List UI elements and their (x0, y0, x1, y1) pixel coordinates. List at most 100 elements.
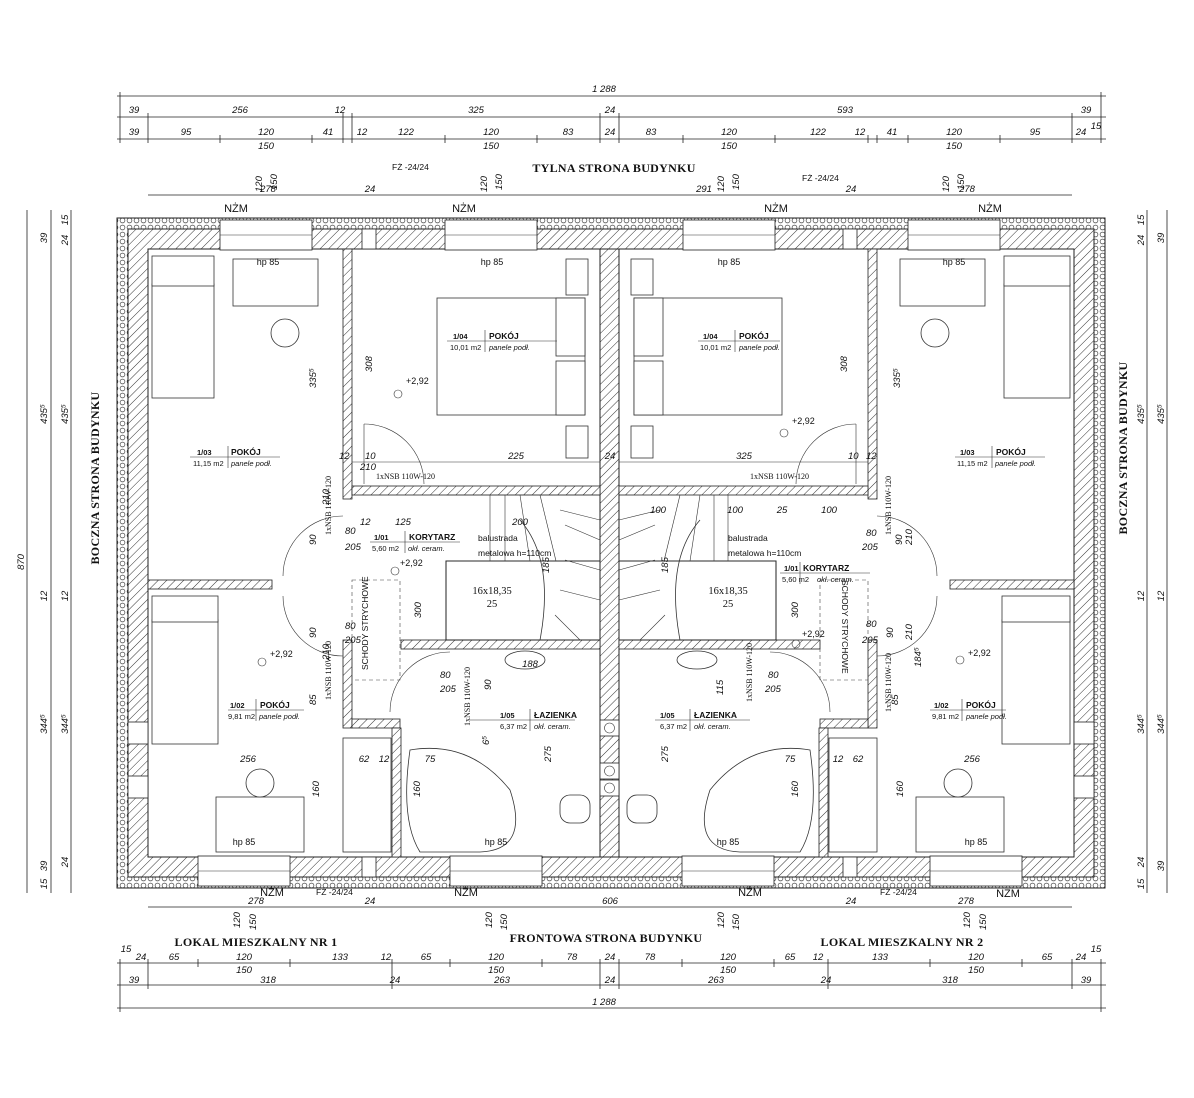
svg-text:panele podł.: panele podł. (738, 343, 780, 352)
window-label: NŻM (738, 886, 762, 899)
balustrade-label: metalowa h=110cm (728, 548, 801, 558)
top-dimensions: 1 288 39 256 12 325 24 593 39 39 95 120 … (117, 84, 1106, 152)
fz-label: FŻ -24/24 (880, 887, 917, 897)
left-side-label: BOCZNA STRONA BUDYNKU (88, 391, 102, 564)
rear-side-label: TYLNA STRONA BUDYNKU (532, 161, 695, 175)
room-label-1-03-right: 1/03 POKÓJ 11,15 m2 panele podł. (955, 446, 1045, 468)
svg-text:1/04: 1/04 (703, 332, 718, 341)
furniture (151, 255, 1071, 853)
svg-text:335⁵: 335⁵ (892, 368, 903, 388)
dim: 291 (695, 184, 712, 195)
svg-text:1xNSB 110W-120: 1xNSB 110W-120 (745, 643, 754, 702)
svg-text:+2,92: +2,92 (406, 376, 429, 386)
svg-text:150: 150 (978, 913, 989, 930)
svg-text:90: 90 (308, 534, 319, 545)
stair-size: 16x18,35 (472, 586, 511, 597)
window-label: NŻM (996, 887, 1020, 900)
svg-text:10: 10 (848, 451, 859, 462)
svg-text:308: 308 (839, 355, 850, 372)
svg-text:1/01: 1/01 (784, 564, 799, 573)
svg-text:okł. ceram.: okł. ceram. (408, 544, 445, 553)
svg-text:15: 15 (121, 944, 132, 955)
svg-text:80: 80 (345, 621, 356, 632)
svg-text:160: 160 (311, 780, 322, 797)
svg-text:62: 62 (359, 754, 370, 765)
svg-text:12: 12 (39, 590, 50, 601)
level-markers: +2,92 +2,92 +2,92 +2,92 +2,92 +2,92 (257, 376, 991, 667)
dim: 120 (716, 175, 727, 192)
svg-text:205: 205 (764, 684, 782, 695)
fz-label: FŻ -24/24 (316, 887, 353, 897)
svg-text:hp 85: hp 85 (965, 837, 988, 847)
room-label-1-05-left: 1/05 ŁAZIENKA 6,37 m2 okł. ceram. (470, 709, 577, 731)
svg-text:1xNSB 110W-120: 1xNSB 110W-120 (884, 476, 893, 535)
svg-text:160: 160 (790, 780, 801, 797)
svg-text:344⁵: 344⁵ (60, 714, 71, 734)
svg-text:120: 120 (488, 952, 505, 963)
svg-text:606: 606 (602, 896, 619, 907)
svg-text:24: 24 (820, 975, 832, 986)
svg-text:435⁵: 435⁵ (39, 404, 50, 424)
dim: 39 (129, 105, 140, 116)
attic-stairs-right: SCHODY STRYCHOWE (819, 579, 869, 681)
hp-labels: hp 85 hp 85 hp 85 hp 85 hp 85 hp 85 hp 8… (233, 257, 988, 847)
dim: 120 (721, 127, 738, 138)
svg-text:+2,92: +2,92 (792, 416, 815, 426)
svg-text:75: 75 (425, 754, 436, 765)
svg-text:210: 210 (904, 528, 915, 546)
unit-2-label: LOKAL MIESZKALNY NR 2 (821, 935, 984, 949)
dim: 120 (254, 175, 265, 192)
svg-text:150: 150 (968, 965, 985, 976)
dim: 278 (259, 184, 277, 195)
lower-inner-dims: 278 24 606 24 278 120 150 120 150 120 15… (148, 896, 1072, 930)
svg-text:hp 85: hp 85 (233, 837, 256, 847)
dim: 83 (646, 127, 657, 138)
svg-text:205: 205 (439, 684, 457, 695)
stair-size: 16x18,35 (708, 586, 747, 597)
svg-text:okł. ceram.: okł. ceram. (817, 575, 854, 584)
dim: 593 (837, 105, 854, 116)
window-label: NŻM (452, 202, 476, 215)
svg-text:308: 308 (364, 355, 375, 372)
left-side-dimensions: 870 15 39 24 435⁵ 435⁵ 12 12 344⁵ 344⁵ 2… (16, 210, 72, 893)
svg-text:210: 210 (359, 462, 377, 473)
svg-text:10,01 m2: 10,01 m2 (450, 343, 481, 352)
svg-text:24: 24 (1136, 235, 1147, 247)
dim: 83 (563, 127, 574, 138)
dim: 150 (731, 173, 742, 190)
svg-text:1/02: 1/02 (934, 701, 949, 710)
dim: 15 (1091, 121, 1102, 132)
svg-text:160: 160 (895, 780, 906, 797)
svg-text:150: 150 (248, 913, 259, 930)
svg-text:205: 205 (861, 542, 879, 553)
svg-text:24: 24 (60, 857, 71, 869)
svg-text:12: 12 (866, 451, 877, 462)
radiator-labels: 1xNSB 110W-120 1xNSB 110W-120 1xNSB 110W… (324, 472, 893, 726)
svg-text:120: 120 (968, 952, 985, 963)
svg-text:210: 210 (321, 643, 332, 661)
svg-text:5,60 m2: 5,60 m2 (782, 575, 809, 584)
svg-text:15: 15 (1136, 214, 1147, 225)
svg-text:25: 25 (776, 505, 788, 516)
bottom-total-dim: 1 288 (592, 997, 616, 1008)
svg-text:+2,92: +2,92 (400, 558, 423, 568)
svg-text:120: 120 (236, 952, 253, 963)
svg-text:85: 85 (308, 694, 319, 705)
svg-text:1xNSB 110W-120: 1xNSB 110W-120 (750, 472, 809, 481)
dim: 95 (181, 127, 192, 138)
room-label-1-03-left: 1/03 POKÓJ 11,15 m2 panele podł. (190, 446, 280, 468)
dim: 24 (845, 184, 857, 195)
svg-text:435⁵: 435⁵ (1136, 404, 1147, 424)
svg-text:24: 24 (364, 896, 376, 907)
dim: 150 (956, 173, 967, 190)
svg-text:90: 90 (483, 679, 494, 690)
fz-label: FŻ -24/24 (802, 173, 839, 183)
svg-text:hp 85: hp 85 (481, 257, 504, 267)
svg-text:9,81 m2: 9,81 m2 (932, 712, 959, 721)
svg-text:133: 133 (872, 952, 889, 963)
svg-text:6,37 m2: 6,37 m2 (660, 722, 687, 731)
svg-text:39: 39 (1156, 232, 1167, 243)
svg-text:256: 256 (239, 754, 257, 765)
svg-text:160: 160 (412, 780, 423, 797)
